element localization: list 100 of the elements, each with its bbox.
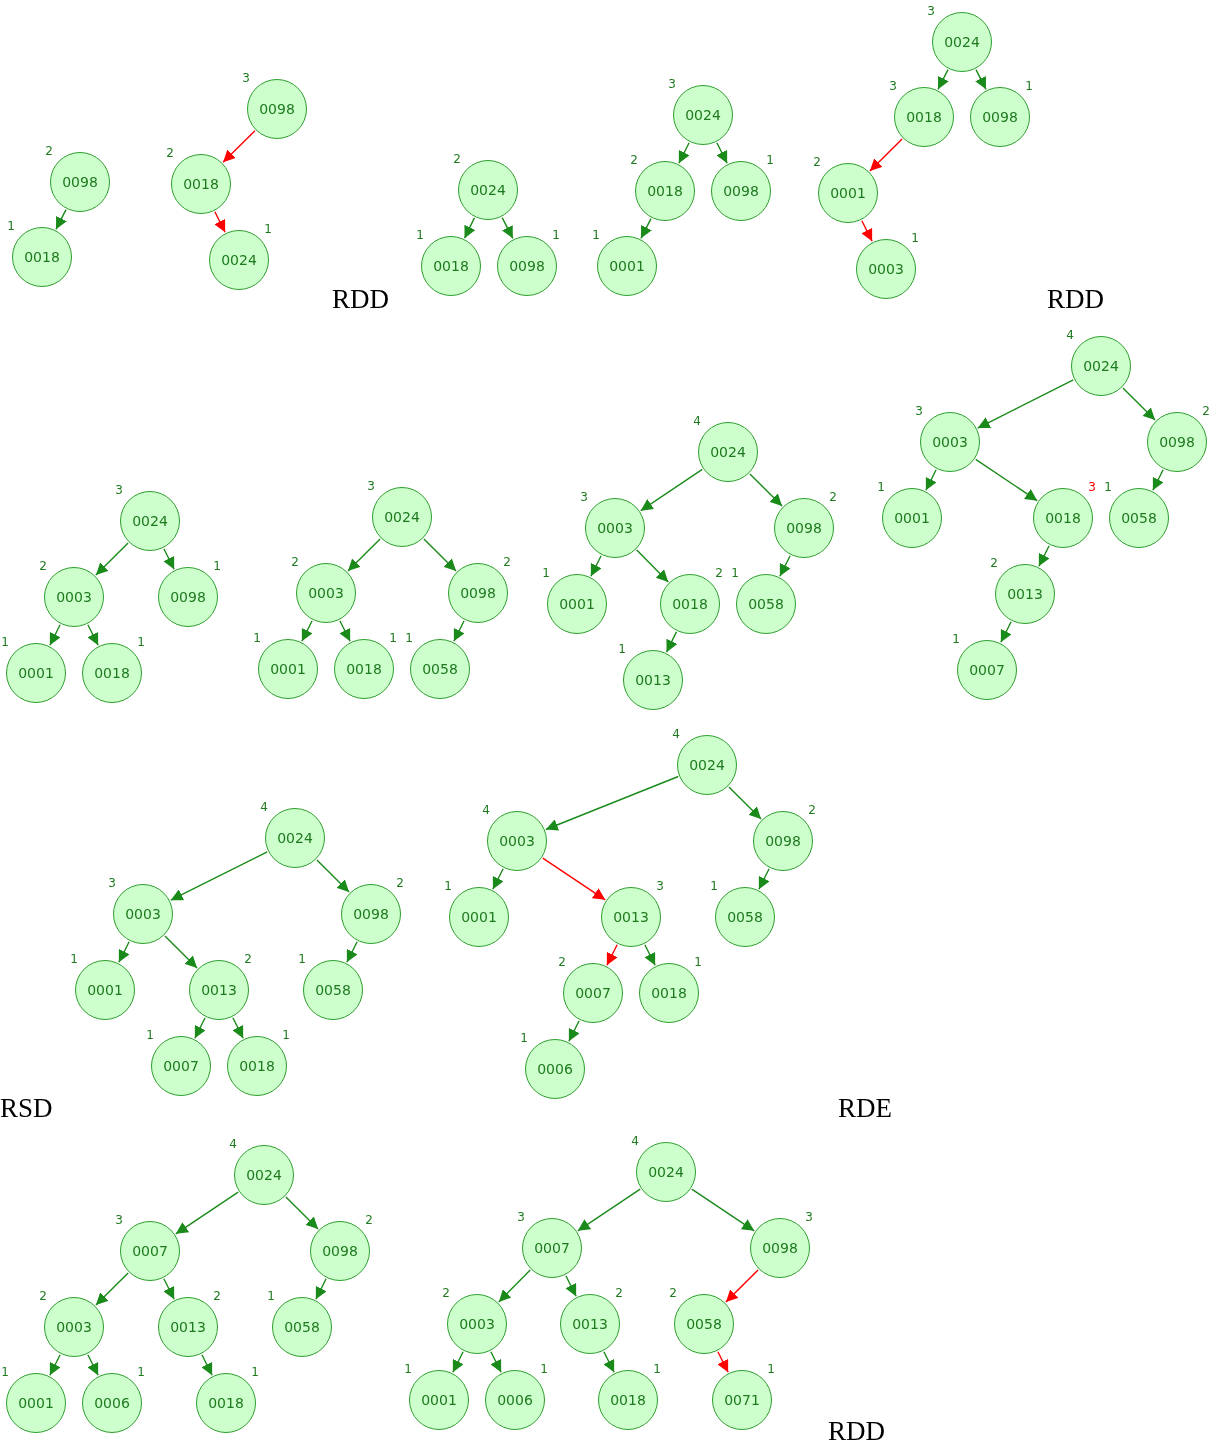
- node-key: 0001: [883, 489, 941, 547]
- arrow: [678, 142, 690, 164]
- height-label: 2: [165, 147, 175, 160]
- height-label: 3: [914, 405, 924, 418]
- node-key: 0018: [636, 162, 694, 220]
- arrow: [1038, 545, 1050, 567]
- arrow: [640, 217, 652, 240]
- node-key: 0098: [248, 80, 306, 138]
- height-label: 1: [297, 953, 307, 966]
- height-label: 1: [876, 481, 886, 494]
- arrow: [577, 1188, 641, 1232]
- height-label: 3: [579, 491, 589, 504]
- arrow: [339, 620, 351, 642]
- node-key: 0024: [674, 86, 732, 144]
- node-key: 0018: [422, 237, 480, 295]
- operation-label: RDD: [332, 284, 389, 314]
- height-label: 1: [415, 229, 425, 242]
- arrow: [501, 216, 514, 240]
- node-key: 0003: [586, 499, 644, 557]
- arrow: [861, 220, 873, 242]
- node-key: 0058: [1110, 489, 1168, 547]
- arrow: [869, 138, 903, 172]
- arrow: [749, 473, 783, 507]
- height-label: 4: [671, 728, 681, 741]
- arrow: [49, 1354, 61, 1376]
- arrow: [568, 1020, 580, 1042]
- arrow: [977, 379, 1074, 429]
- arrow: [975, 68, 987, 91]
- arrow: [636, 549, 669, 583]
- arrow: [603, 1351, 615, 1373]
- node-key: 0007: [152, 1037, 210, 1095]
- node-key: 0007: [121, 1222, 179, 1280]
- arrow: [346, 941, 358, 963]
- height-label: 3: [667, 78, 677, 91]
- arrow: [55, 208, 67, 231]
- arrow: [691, 1188, 755, 1232]
- arrow: [490, 1351, 502, 1373]
- height-label: 1: [0, 636, 10, 649]
- node-key: 0003: [488, 812, 546, 870]
- arrow: [49, 624, 61, 646]
- node-key: 0001: [598, 237, 656, 295]
- node-key: 0018: [172, 155, 230, 213]
- height-label: 4: [1065, 329, 1075, 342]
- height-label: 1: [617, 643, 627, 656]
- arrow: [285, 1196, 319, 1230]
- node-key: 0024: [235, 1146, 293, 1204]
- node-key: 0024: [121, 492, 179, 550]
- height-label: 3: [888, 80, 898, 93]
- node-key: 0001: [259, 640, 317, 698]
- node-key: 0006: [526, 1040, 584, 1098]
- node-key: 0058: [716, 888, 774, 946]
- node-key: 0058: [304, 961, 362, 1019]
- arrow: [423, 538, 457, 572]
- node-key: 0098: [51, 153, 109, 211]
- node-key: 0007: [958, 641, 1016, 699]
- arrow: [758, 868, 770, 890]
- node-key: 0058: [675, 1295, 733, 1353]
- height-label: 1: [69, 953, 79, 966]
- node-key: 0003: [297, 564, 355, 622]
- height-label: 4: [481, 804, 491, 817]
- height-label: 1: [730, 567, 740, 580]
- height-label: 2: [629, 154, 639, 167]
- arrow: [201, 1354, 213, 1376]
- height-label: 2: [812, 156, 822, 169]
- arrow: [545, 775, 679, 831]
- operation-label: RSD: [0, 1093, 53, 1123]
- height-label: 3: [366, 480, 376, 493]
- arrow: [316, 859, 350, 893]
- arrow: [492, 868, 504, 890]
- node-key: 0018: [13, 228, 71, 286]
- node-key: 0013: [996, 565, 1054, 623]
- height-label: 2: [668, 1287, 678, 1300]
- height-label: 2: [44, 145, 54, 158]
- height-label: 3: [114, 1214, 124, 1227]
- node-key: 0024: [637, 1143, 695, 1201]
- arrow: [95, 1272, 129, 1306]
- arrow: [1152, 469, 1164, 491]
- height-label: 3: [926, 5, 936, 18]
- operation-label: RDE: [838, 1093, 892, 1123]
- node-key: 0003: [448, 1295, 506, 1353]
- height-label: 2: [38, 1290, 48, 1303]
- arrow: [463, 217, 476, 239]
- arrow: [163, 548, 175, 570]
- operation-label: RDD: [1047, 284, 1104, 314]
- node-key: 0001: [548, 575, 606, 633]
- arrow: [542, 857, 606, 901]
- height-label: 1: [519, 1032, 529, 1045]
- height-label: 1: [403, 1363, 413, 1376]
- operation-label: RDD: [828, 1416, 885, 1444]
- height-label: 1: [252, 632, 262, 645]
- node-key: 0024: [678, 736, 736, 794]
- height-label: 4: [630, 1135, 640, 1148]
- arrow: [975, 458, 1038, 502]
- height-label: 2: [38, 560, 48, 573]
- height-label: 1: [541, 567, 551, 580]
- height-label: 1: [404, 632, 414, 645]
- node-key: 0058: [737, 575, 795, 633]
- node-key: 0001: [76, 961, 134, 1019]
- height-label: 3: [241, 72, 251, 85]
- arrow: [232, 1017, 244, 1039]
